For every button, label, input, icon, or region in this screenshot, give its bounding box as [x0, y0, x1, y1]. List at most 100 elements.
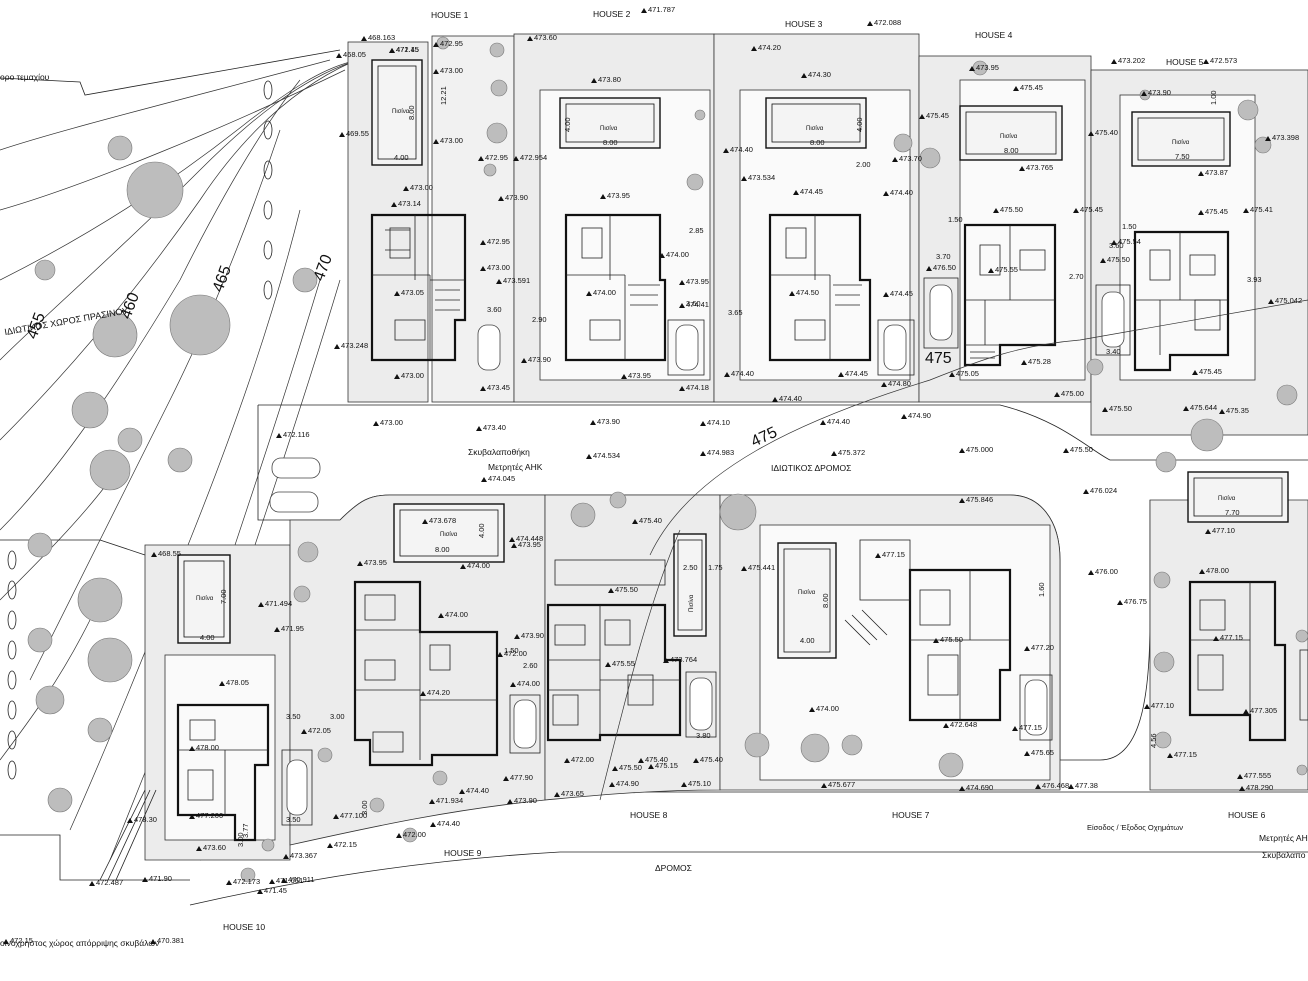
elevation-label: 474.45: [845, 369, 868, 378]
dimension-label: 3.60: [686, 299, 701, 308]
elevation-label: 475.40: [645, 755, 668, 764]
elevation-label: 477.20: [1031, 643, 1054, 652]
elevation-label: 475.40: [700, 755, 723, 764]
elevation-marker: [1024, 751, 1030, 756]
house-10-outline: [176, 703, 270, 842]
elevation-marker: [433, 69, 439, 74]
elevation-marker: [605, 662, 611, 667]
elevation-label: 473.95: [518, 540, 541, 549]
car: [269, 491, 319, 513]
dimension-label: 3.70: [936, 252, 951, 261]
pool-house-4: [959, 105, 1063, 161]
elevation-label: 478.290: [1246, 783, 1273, 792]
dimension-label: 3.00: [360, 800, 369, 815]
elevation-label: 471.45: [264, 886, 287, 895]
elevation-marker: [1111, 59, 1117, 64]
car: [477, 324, 501, 371]
contour-line: [0, 79, 301, 531]
elevation-label: 473.00: [380, 418, 403, 427]
pool-house-1: [371, 59, 423, 166]
elevation-marker: [1111, 240, 1117, 245]
elevation-label: 477.10: [1212, 526, 1235, 535]
elevation-marker: [1024, 646, 1030, 651]
elevation-label: 473.95: [976, 63, 999, 72]
elevation-label: 475.45: [926, 111, 949, 120]
elevation-label: 473.00: [401, 371, 424, 380]
elevation-label: 473.534: [748, 173, 775, 182]
house-1-label: HOUSE 1: [431, 10, 469, 20]
elevation-marker: [394, 291, 400, 296]
dimension: 7.00: [219, 589, 228, 604]
elevation-marker: [478, 156, 484, 161]
elevation-label: 475.50: [940, 635, 963, 644]
elevation-label: 473.248: [341, 341, 368, 350]
elevation-marker: [196, 846, 202, 851]
elevation-marker: [503, 776, 509, 781]
plot-trees: [240, 36, 1308, 883]
elevation-marker: [679, 303, 685, 308]
trees: [27, 135, 318, 813]
elevation-marker: [396, 833, 402, 838]
elevation-marker: [336, 53, 342, 58]
elevation-label: 478.30: [134, 815, 157, 824]
elevation-label: 472.05: [308, 726, 331, 735]
elevation-marker: [274, 627, 280, 632]
elevation-label: 473.87: [1205, 168, 1228, 177]
elevation-label: 473.40: [483, 423, 506, 432]
dimension-label: 1.00: [1209, 90, 1218, 105]
elevation-label: 471.90: [149, 874, 172, 883]
elevation-label: 475.45: [1199, 367, 1222, 376]
elevation-marker: [641, 8, 647, 13]
elevation-marker: [959, 448, 965, 453]
elevation-marker: [600, 194, 606, 199]
elevation-marker: [429, 799, 435, 804]
elevation-marker: [1205, 529, 1211, 534]
elevation-marker: [1073, 208, 1079, 213]
elevation-marker: [1167, 753, 1173, 758]
elevation-label: 474.80: [888, 379, 911, 388]
elevation-marker: [993, 208, 999, 213]
elevation-label: 474.90: [616, 779, 639, 788]
road-label: ΔΡΟΜΟΣ: [655, 863, 692, 873]
elevation-label: 475.55: [612, 659, 635, 668]
pool-house-10: [177, 554, 231, 644]
elevation-label: 478.00: [196, 743, 219, 752]
elevation-marker: [1088, 570, 1094, 575]
elevation-label: 474.45: [800, 187, 823, 196]
car: [883, 324, 907, 371]
elevation-marker: [509, 537, 515, 542]
house-8-outline: [546, 603, 682, 742]
elevation-label: 475.50: [1000, 205, 1023, 214]
dimension-label: 3.60: [1109, 241, 1124, 250]
elevation-marker: [391, 202, 397, 207]
contour-label: 475: [925, 350, 952, 367]
pool-label: Πισίνα: [1000, 134, 1018, 140]
elevation-label: 471.787: [648, 5, 675, 14]
contour-line: [0, 61, 351, 281]
elevation-marker: [723, 148, 729, 153]
elevation-marker: [151, 552, 157, 557]
elevation-marker: [269, 879, 275, 884]
car: [689, 677, 713, 731]
elevation-marker: [258, 602, 264, 607]
elevation-label: 474.90: [908, 411, 931, 420]
elevation-marker: [663, 658, 669, 663]
elevation-marker: [389, 48, 395, 53]
elevation-label: 468.55: [158, 549, 181, 558]
elevation-label: 473.95: [607, 191, 630, 200]
elevation-marker: [459, 789, 465, 794]
house-2-label: HOUSE 2: [593, 9, 631, 19]
elevation-label: 473.90: [1148, 88, 1171, 97]
elevation-label: 474.00: [593, 288, 616, 297]
stone-path: [7, 80, 273, 780]
elevation-marker: [789, 291, 795, 296]
contour-line: [0, 59, 331, 151]
elevation-marker: [724, 372, 730, 377]
elevation-marker: [480, 266, 486, 271]
elevation-marker: [1198, 171, 1204, 176]
elevation-marker: [881, 382, 887, 387]
contour-line: [0, 69, 346, 211]
elevation-label: 473.90: [514, 796, 537, 805]
car: [286, 759, 308, 816]
elevation-label: 477.555: [1244, 771, 1271, 780]
